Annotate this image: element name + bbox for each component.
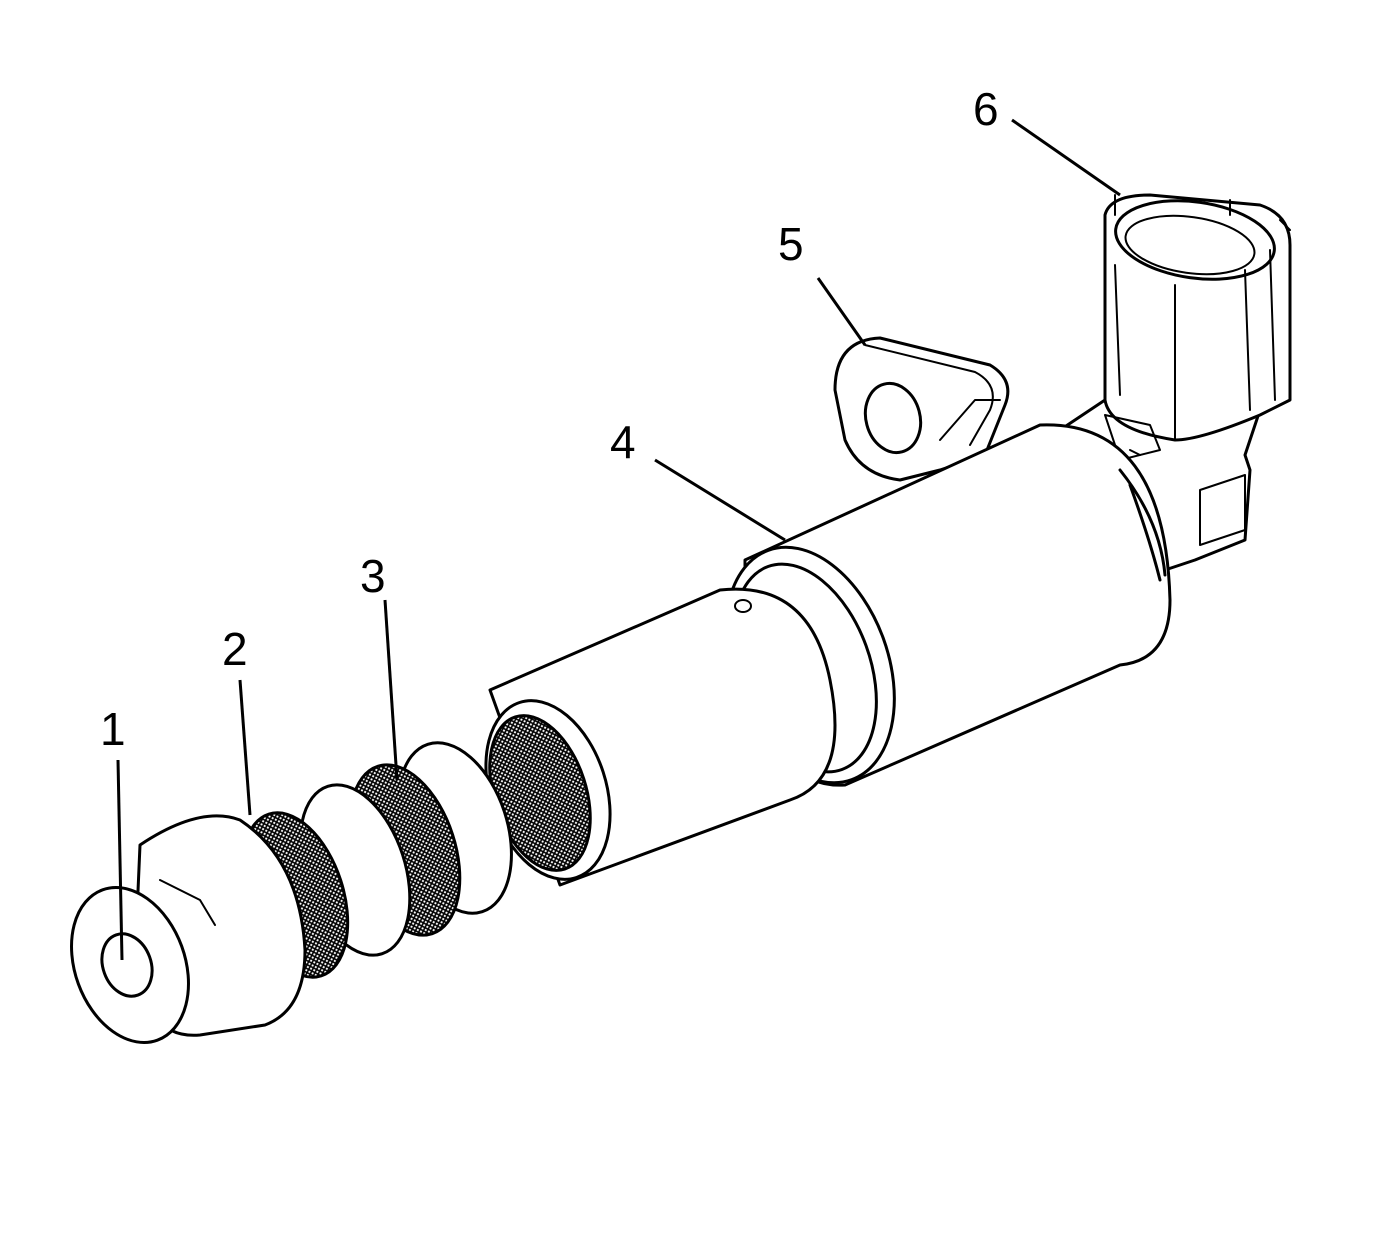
mounting-bracket: [833, 336, 1010, 482]
solenoid-tip: [70, 814, 307, 1044]
leader-line-6: [1011, 118, 1121, 197]
leader-line-1: [116, 759, 124, 961]
electrical-connector: [1058, 193, 1292, 572]
callout-1: 1: [100, 703, 126, 755]
callout-3: 3: [360, 550, 386, 602]
filter-screens: [240, 699, 612, 979]
callout-4: 4: [610, 416, 636, 468]
callout-2: 2: [222, 623, 248, 675]
leader-line-5: [816, 277, 867, 346]
leader-line-3: [383, 599, 399, 781]
leader-line-2: [238, 679, 252, 816]
leader-line-4: [654, 458, 786, 542]
callout-5: 5: [778, 218, 804, 270]
callout-6: 6: [973, 83, 999, 135]
